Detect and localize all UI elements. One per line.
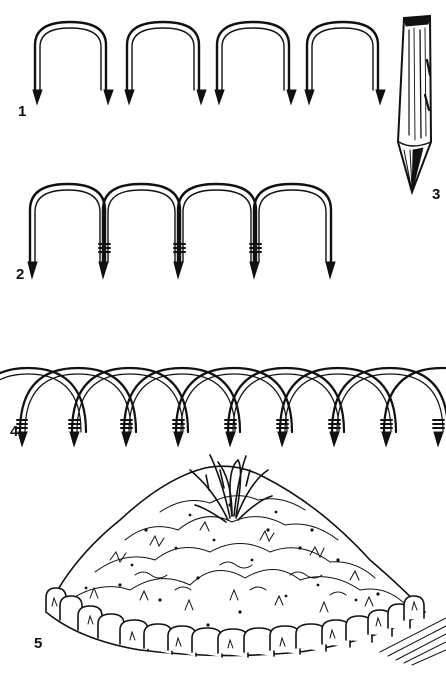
fig1-hoop-2: [125, 22, 206, 104]
fig4-arch-outer: [0, 368, 446, 432]
fig1-single-hoops: [33, 22, 385, 104]
fig1-hoop-1: [33, 22, 113, 104]
fig4-arch-inner: [0, 374, 443, 432]
fig3-wooden-peg: [398, 16, 431, 192]
fig2-points: [28, 262, 335, 278]
figure-label-1: 1: [18, 104, 26, 119]
fig5-planted-mound: [46, 455, 446, 665]
fig4-points: [18, 432, 443, 446]
figure-label-3: 3: [432, 187, 440, 202]
fig2-joined-hoops: [28, 184, 335, 278]
fig1-hoop-4: [305, 22, 385, 104]
figure-label-5: 5: [34, 636, 42, 651]
figure-label-2: 2: [16, 267, 24, 282]
figure-label-4: 4: [10, 424, 18, 439]
fig4-interlaced-arches: [0, 368, 446, 446]
fig1-hoop-3: [215, 22, 296, 104]
